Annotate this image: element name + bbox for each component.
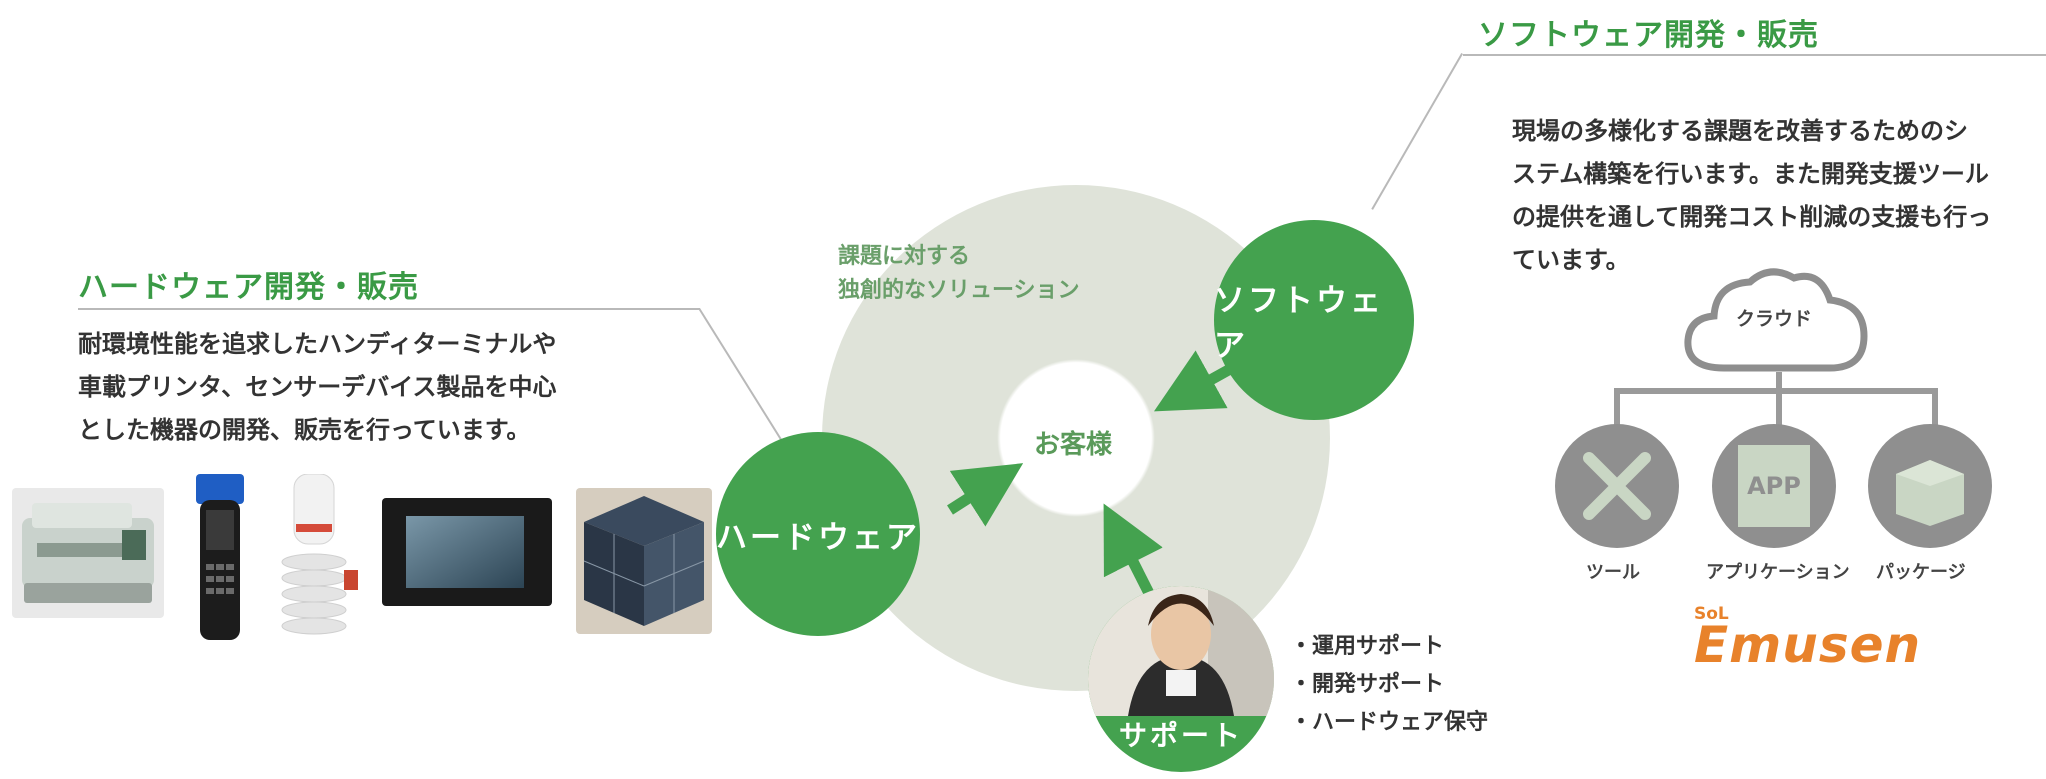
logo-mark: SoL xyxy=(1694,604,1729,624)
tree-trunk xyxy=(1776,372,1782,392)
software-heading: ソフトウェア開発・販売 xyxy=(1478,18,1819,53)
application-label: アプリケーション xyxy=(1706,562,1850,583)
hardware-description: 耐環境性能を追求したハンディターミナルや 車載プリンタ、センサーデバイス製品を中… xyxy=(78,323,557,452)
cloud-icon xyxy=(1684,268,1868,372)
solar-cube-image xyxy=(576,488,712,634)
software-circle: ソフトウェア xyxy=(1214,220,1414,420)
hardware-heading: ハードウェア開発・販売 xyxy=(78,270,419,305)
application-circle: APP xyxy=(1712,424,1836,548)
hardware-circle: ハードウェア xyxy=(716,432,920,636)
tree-leg xyxy=(1932,388,1938,428)
package-circle xyxy=(1868,424,1992,548)
tablet-product-image xyxy=(382,498,552,606)
hardware-rule xyxy=(78,308,700,310)
customer-label: お客様 xyxy=(1034,430,1113,460)
cloud-label: クラウド xyxy=(1736,308,1813,330)
hardware-arrow xyxy=(947,463,1024,527)
support-items: ・運用サポート ・開発サポート ・ハードウェア保守 xyxy=(1290,628,1488,742)
ring-label-line: 独創的なソリューション xyxy=(838,278,1080,303)
package-label: パッケージ xyxy=(1876,562,1966,583)
handy-terminal-image xyxy=(190,474,250,646)
software-rule xyxy=(1463,54,2046,56)
software-desc-line: 現場の多様化する課題を改善するためのシ xyxy=(1512,117,1968,145)
printer-product-image xyxy=(12,488,164,618)
software-desc-line: の提供を通して開発コスト削減の支援も行っ xyxy=(1512,203,1992,231)
software-description: 現場の多様化する課題を改善するためのシ ステム構築を行います。また開発支援ツール… xyxy=(1512,110,1991,282)
ring-label: 課題に対する 独創的なソリューション xyxy=(838,240,1080,308)
logo-wordmark: Emusen xyxy=(1694,616,1922,674)
software-desc-line: ステム構築を行います。また開発支援ツール xyxy=(1512,160,1989,188)
app-icon: APP xyxy=(1738,445,1810,527)
hardware-desc-line: とした機器の開発、販売を行っています。 xyxy=(78,416,531,444)
software-desc-line: ています。 xyxy=(1512,246,1630,274)
hardware-desc-line: 車載プリンタ、センサーデバイス製品を中心 xyxy=(78,373,557,401)
emusen-logo: SoL Emusen xyxy=(1694,604,1921,674)
tool-circle xyxy=(1555,424,1679,548)
support-photo xyxy=(1088,586,1274,716)
support-circle-label: サポート xyxy=(1118,719,1243,752)
support-circle: サポート xyxy=(1088,586,1274,772)
support-item: ・ハードウェア保守 xyxy=(1290,710,1489,735)
ring-label-line: 課題に対する xyxy=(838,244,971,269)
tool-label: ツール xyxy=(1586,562,1640,583)
support-item: ・運用サポート xyxy=(1290,634,1445,659)
package-icon xyxy=(1896,460,1964,526)
wrench-icon xyxy=(1583,452,1651,520)
tree-leg xyxy=(1614,388,1620,428)
sensor-device-image xyxy=(278,473,360,650)
support-item: ・開発サポート xyxy=(1290,672,1445,697)
hardware-desc-line: 耐環境性能を追求したハンディターミナルや xyxy=(78,330,557,358)
tree-leg xyxy=(1776,388,1782,428)
